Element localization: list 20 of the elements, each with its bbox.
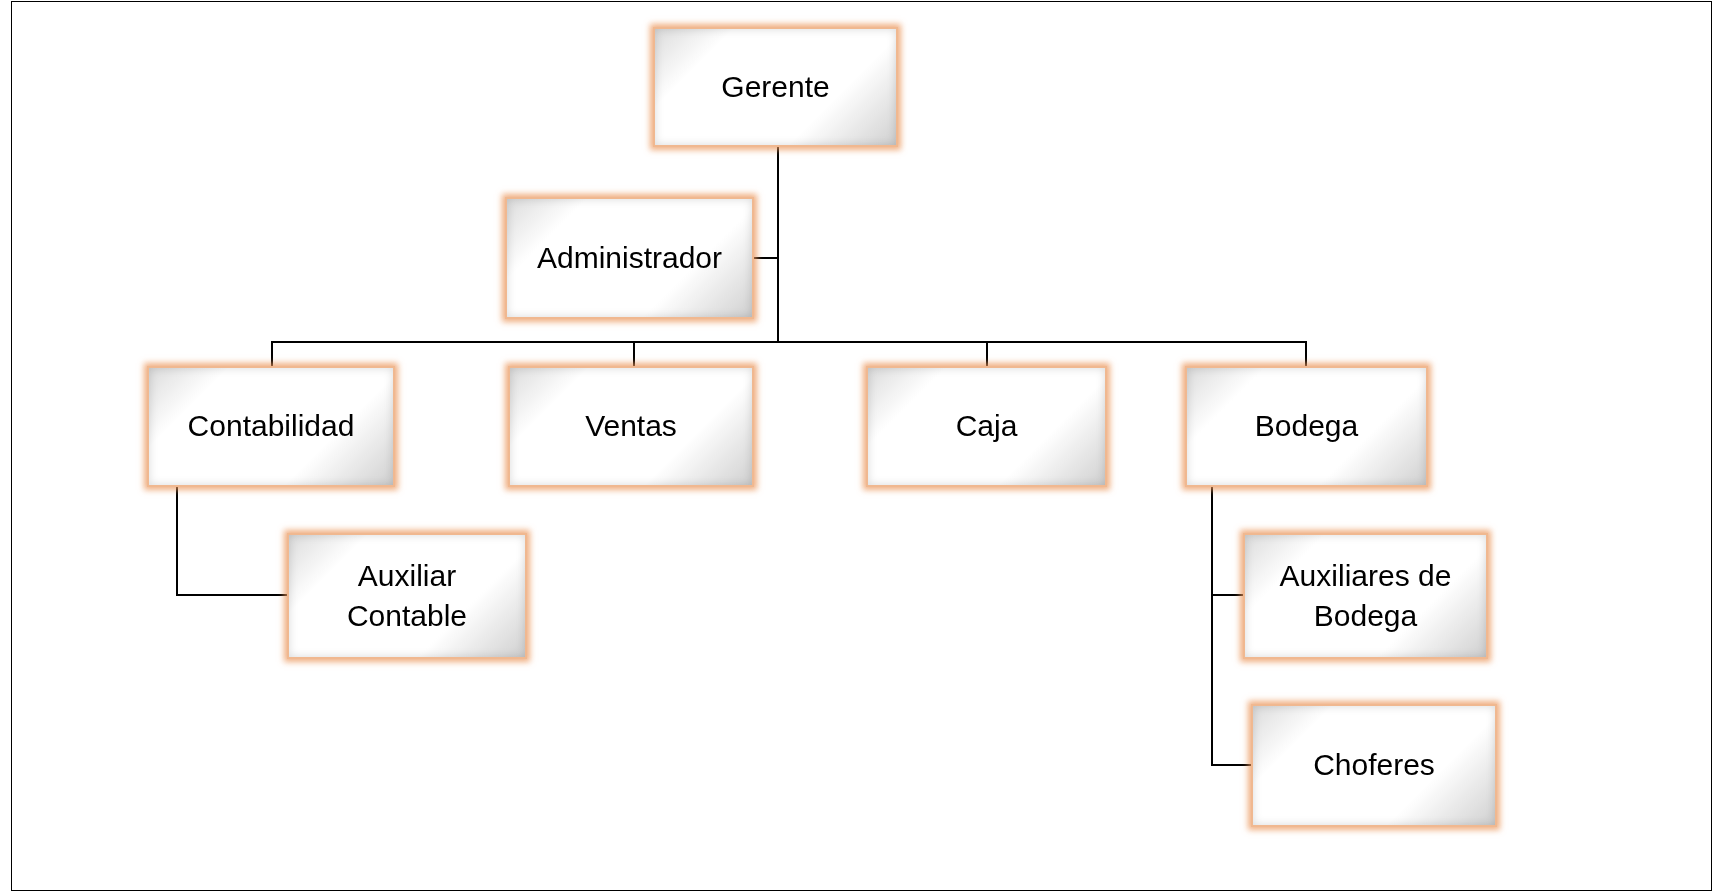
position-box — [866, 366, 1107, 487]
position-title: Gerente — [721, 68, 830, 105]
position-title: Contabilidad — [187, 408, 355, 445]
connector-line — [176, 486, 288, 596]
position-box — [1243, 533, 1488, 659]
connector-line — [1211, 486, 1252, 766]
position-box — [505, 197, 754, 319]
position-title: Choferes — [1313, 747, 1435, 784]
position-title: Auxiliar Contable — [345, 557, 469, 634]
position-box — [508, 366, 754, 487]
position-box — [1185, 366, 1428, 487]
position-title: Caja — [955, 408, 1018, 445]
position-box — [1251, 704, 1497, 827]
position-title: Bodega — [1254, 408, 1359, 445]
position-box — [147, 366, 395, 487]
position-box — [653, 27, 898, 147]
position-title: Auxiliares de Bodega — [1278, 557, 1453, 634]
position-title: Administrador — [536, 239, 723, 276]
position-title: Ventas — [585, 408, 677, 445]
position-box — [287, 533, 527, 659]
